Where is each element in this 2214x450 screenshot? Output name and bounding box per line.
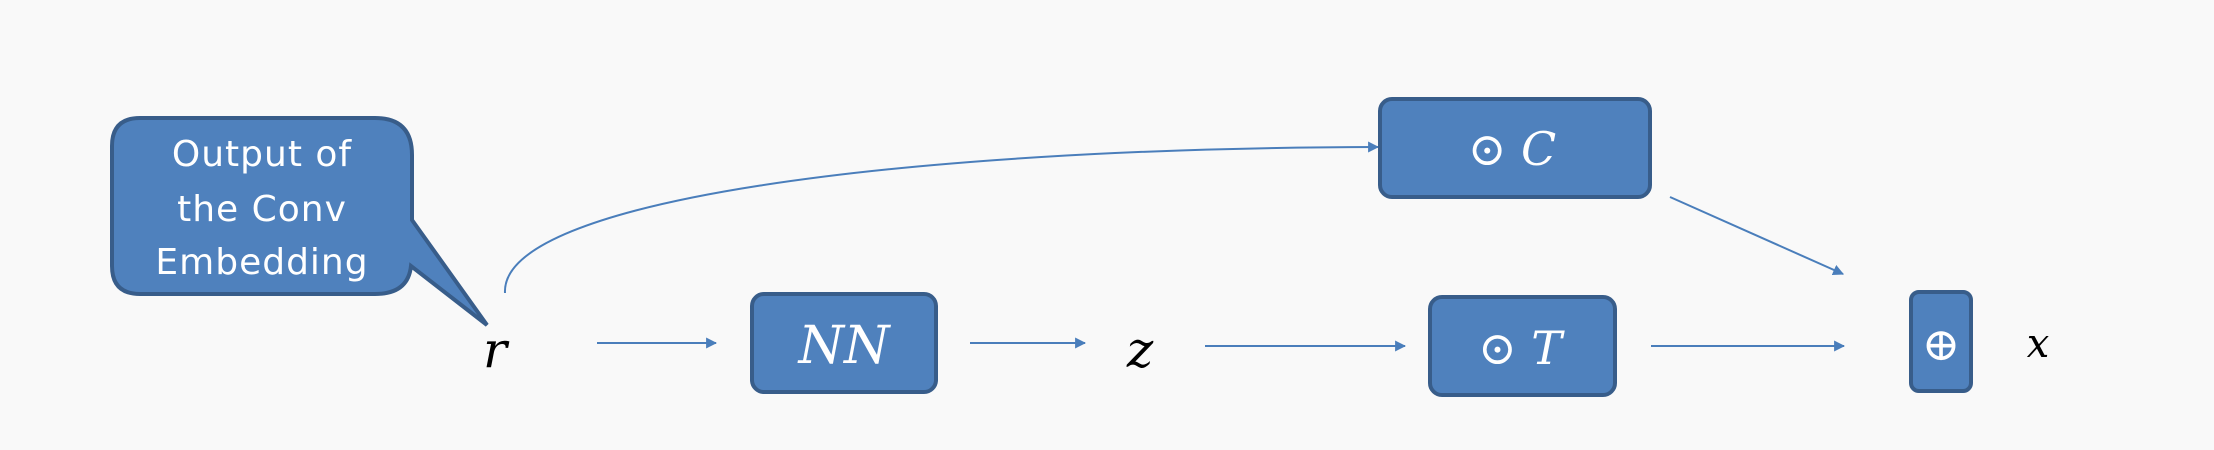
output-variable: x — [2027, 321, 2050, 367]
add-box-shape — [1909, 290, 1973, 393]
add-block: ⊕ — [1909, 290, 1973, 393]
callout-line-3: Embedding — [155, 242, 368, 283]
transform-box-label: ⊙ T — [1478, 321, 1565, 375]
nn-box-shape — [750, 292, 938, 394]
arrow-scale-to-add — [1669, 196, 1845, 275]
add-box-label: ⊕ — [1922, 317, 1961, 371]
callout-line-2: the Conv — [177, 189, 347, 230]
scale-box-shape — [1378, 97, 1652, 199]
transform-box-shape — [1428, 295, 1617, 397]
scale-box-label: ⊙ C — [1468, 122, 1556, 176]
transform-block: ⊙ T — [1428, 295, 1617, 397]
callout-bubble: Output of the Conv Embedding — [110, 116, 489, 327]
scale-block: ⊙ C — [1378, 97, 1652, 199]
nn-box-label: NN — [797, 316, 892, 376]
callout-line-1: Output of — [172, 134, 353, 175]
input-variable: r — [483, 321, 510, 379]
callout-shape — [110, 116, 489, 327]
arrow-r-to-scale — [503, 141, 1380, 294]
latent-variable: z — [1126, 321, 1154, 379]
nn-block: NN — [750, 292, 938, 394]
